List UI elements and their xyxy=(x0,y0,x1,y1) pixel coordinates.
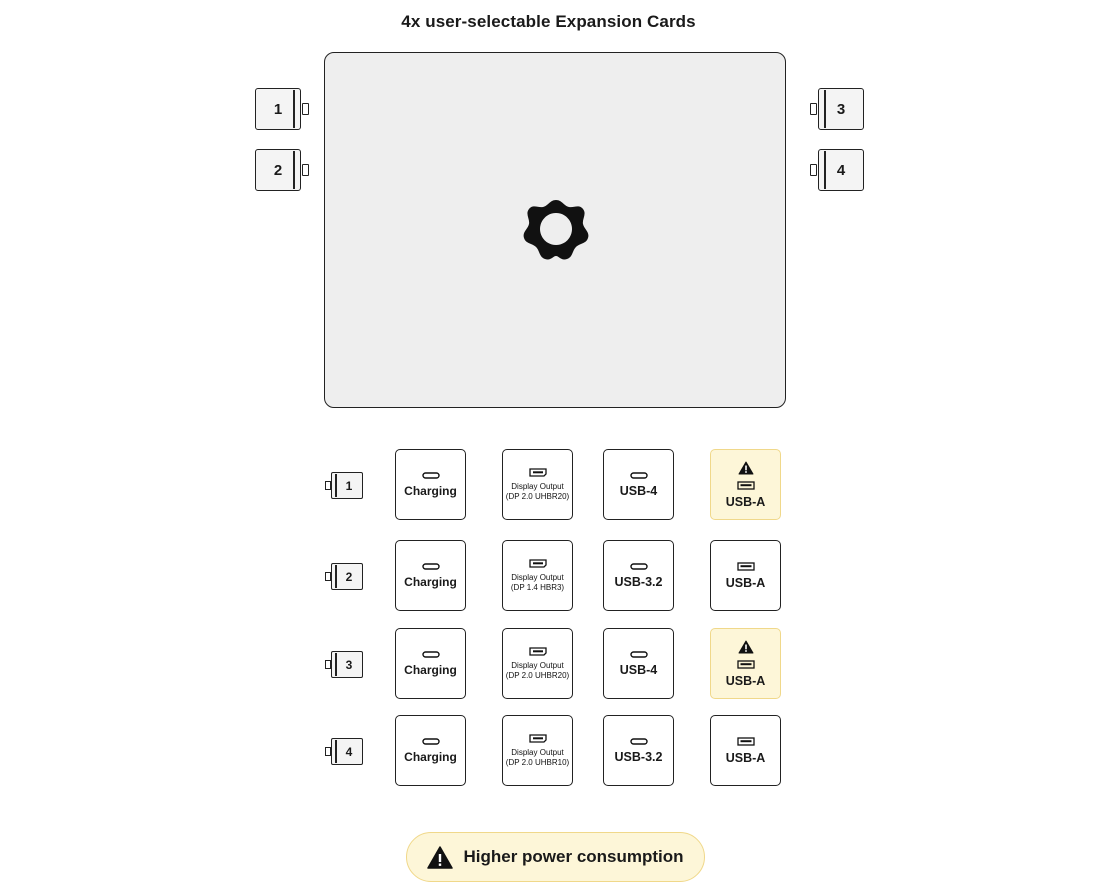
card-label: Display Output(DP 2.0 UHBR10) xyxy=(505,747,570,767)
row-slot-1: 1 xyxy=(325,472,363,499)
displayport-icon xyxy=(528,646,547,656)
slot-number: 2 xyxy=(273,161,283,179)
usb-c-port-icon xyxy=(629,737,648,745)
usb-a-port-icon xyxy=(736,480,755,490)
usb-c-port-icon xyxy=(421,562,440,570)
card-label: Charging xyxy=(404,749,457,764)
slot-number: 4 xyxy=(345,744,353,759)
expansion-card-usb-c: Charging xyxy=(395,628,466,699)
slot-number: 1 xyxy=(273,100,283,118)
legend-label: Higher power consumption xyxy=(463,847,684,866)
usb-c-port-icon xyxy=(629,650,648,658)
expansion-card-displayport: Display Output(DP 2.0 UHBR10) xyxy=(502,715,573,786)
row-slot-3: 3 xyxy=(325,651,363,678)
expansion-card-usb-c: USB-4 xyxy=(603,628,674,699)
usb-c-port-icon xyxy=(421,650,440,658)
slot-number: 3 xyxy=(836,100,846,118)
card-label: USB-3.2 xyxy=(614,749,663,764)
displayport-icon xyxy=(528,558,547,568)
row-slot-4: 4 xyxy=(325,738,363,765)
expansion-card-usb-c: USB-3.2 xyxy=(603,540,674,611)
expansion-card-usb-a: USB-A xyxy=(710,628,781,699)
power-warning-legend: Higher power consumption xyxy=(406,832,705,882)
card-label: USB-3.2 xyxy=(614,574,663,589)
expansion-card-usb-c: Charging xyxy=(395,449,466,520)
card-label: Display Output(DP 2.0 UHBR20) xyxy=(505,660,570,680)
slot-number: 1 xyxy=(345,478,353,493)
expansion-slot-2: 2 xyxy=(255,149,309,191)
usb-c-port-icon xyxy=(629,562,648,570)
usb-a-port-icon xyxy=(736,561,755,571)
card-label: Charging xyxy=(404,483,457,498)
card-label: USB-A xyxy=(725,750,766,765)
expansion-slot-4: 4 xyxy=(810,149,864,191)
usb-c-port-icon xyxy=(421,737,440,745)
card-label: USB-A xyxy=(725,575,766,590)
expansion-slot-3: 3 xyxy=(810,88,864,130)
usb-a-port-icon xyxy=(736,659,755,669)
expansion-slot-1: 1 xyxy=(255,88,309,130)
slot-number: 2 xyxy=(345,569,353,584)
laptop-body xyxy=(324,52,786,408)
slot-number: 4 xyxy=(836,161,846,179)
displayport-icon xyxy=(528,467,547,477)
usb-c-port-icon xyxy=(629,471,648,479)
usb-c-port-icon xyxy=(421,471,440,479)
expansion-card-usb-c: USB-4 xyxy=(603,449,674,520)
framework-gear-logo-icon xyxy=(523,200,589,260)
expansion-card-usb-c: Charging xyxy=(395,540,466,611)
expansion-card-usb-c: Charging xyxy=(395,715,466,786)
slot-number: 3 xyxy=(345,657,353,672)
expansion-card-usb-c: USB-3.2 xyxy=(603,715,674,786)
expansion-card-usb-a: USB-A xyxy=(710,540,781,611)
expansion-card-usb-a: USB-A xyxy=(710,449,781,520)
warning-triangle-icon xyxy=(427,845,454,869)
row-slot-2: 2 xyxy=(325,563,363,590)
card-label: Display Output(DP 1.4 HBR3) xyxy=(510,572,565,592)
expansion-card-displayport: Display Output(DP 2.0 UHBR20) xyxy=(502,449,573,520)
expansion-card-usb-a: USB-A xyxy=(710,715,781,786)
warning-triangle-icon xyxy=(738,640,753,653)
card-label: USB-4 xyxy=(619,662,658,677)
diagram-title: 4x user-selectable Expansion Cards xyxy=(401,12,696,31)
displayport-icon xyxy=(528,733,547,743)
card-label: Charging xyxy=(404,662,457,677)
usb-a-port-icon xyxy=(736,736,755,746)
card-label: USB-A xyxy=(725,494,766,509)
expansion-card-displayport: Display Output(DP 2.0 UHBR20) xyxy=(502,628,573,699)
expansion-card-displayport: Display Output(DP 1.4 HBR3) xyxy=(502,540,573,611)
card-label: Display Output(DP 2.0 UHBR20) xyxy=(505,481,570,501)
card-label: USB-A xyxy=(725,673,766,688)
card-label: USB-4 xyxy=(619,483,658,498)
card-label: Charging xyxy=(404,574,457,589)
warning-triangle-icon xyxy=(738,461,753,474)
